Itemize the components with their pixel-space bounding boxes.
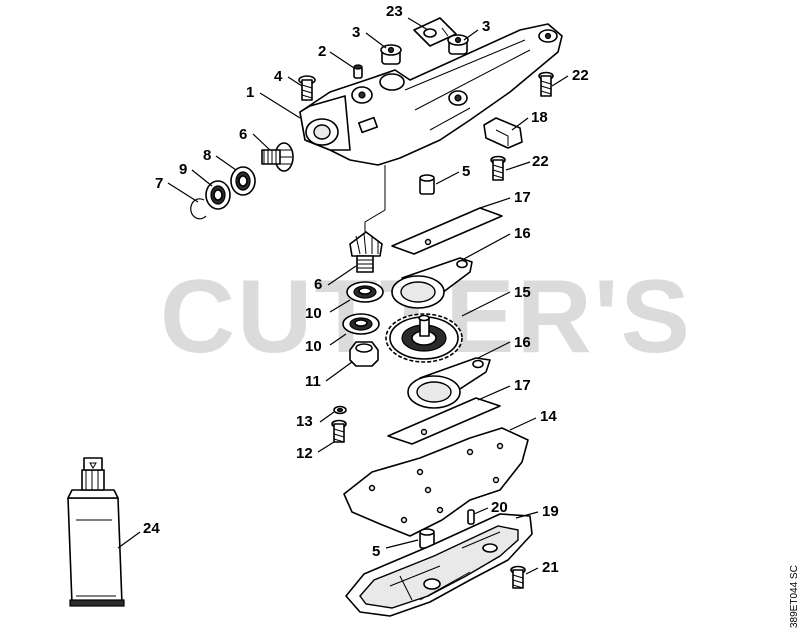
callout-18: 18: [531, 109, 548, 126]
ball-bearing-10b: [342, 313, 380, 335]
ball-bearing-10a: [346, 281, 384, 303]
screw-21: [510, 565, 526, 589]
spur-gear-15: [385, 313, 463, 363]
callout-6b: 6: [314, 276, 322, 293]
callout-6a: 6: [239, 126, 247, 143]
ball-bearing-8: [230, 166, 256, 196]
gasket-17b: [387, 397, 501, 445]
screw-4: [298, 75, 316, 101]
callout-3b: 3: [482, 18, 490, 35]
callout-10a: 10: [305, 305, 322, 322]
thrust-plate-16a: [391, 257, 473, 309]
callout-11: 11: [305, 373, 321, 390]
callout-9: 9: [179, 161, 187, 178]
pin-20: [467, 509, 475, 525]
callout-19: 19: [542, 503, 559, 520]
pinion-11: [349, 341, 379, 367]
callout-21: 21: [542, 559, 559, 576]
screw-22b: [490, 155, 506, 181]
callout-15: 15: [514, 284, 531, 301]
gear-housing: [299, 23, 563, 166]
callout-13: 13: [296, 413, 313, 430]
base-cover-19: [345, 513, 533, 617]
callout-5a: 5: [462, 163, 470, 180]
callout-16b: 16: [514, 334, 531, 351]
callout-23: 23: [386, 3, 403, 20]
callout-3a: 3: [352, 24, 360, 41]
gasket-17a: [391, 207, 503, 255]
callout-4: 4: [274, 68, 283, 85]
screw-22a: [538, 71, 554, 97]
thrust-plate-16b: [407, 357, 491, 409]
callout-labels: 1 2 3 3 4 5 5 6 6 7 8 9 10 10 11 12 13 1…: [143, 3, 589, 576]
callout-22a: 22: [572, 67, 589, 84]
callout-20: 20: [491, 499, 508, 516]
screw-plug-3b: [447, 34, 469, 55]
washer-13: [333, 405, 347, 415]
ball-bearing-9: [205, 180, 231, 210]
callout-17b: 17: [514, 377, 531, 394]
callout-14: 14: [540, 408, 557, 425]
callout-7: 7: [155, 175, 163, 192]
pin-2: [353, 64, 363, 79]
bevel-gear-6b: [349, 231, 383, 273]
callout-12: 12: [296, 445, 313, 462]
leader-lines: [117, 17, 569, 575]
callout-17a: 17: [514, 189, 531, 206]
callout-8: 8: [203, 147, 211, 164]
drawing-code: 389ET044 SC: [789, 565, 800, 628]
callout-2: 2: [318, 43, 326, 60]
label-plate-23: [413, 17, 457, 47]
cover-plate-14: [343, 427, 529, 537]
pinion-6a: [261, 142, 294, 172]
clip-18: [483, 117, 523, 149]
callout-10b: 10: [305, 338, 322, 355]
callout-16a: 16: [514, 225, 531, 242]
callout-5b: 5: [372, 543, 380, 560]
callout-1: 1: [246, 84, 254, 101]
circlip-7: [190, 198, 207, 220]
screw-plug-3a: [380, 44, 402, 65]
grease-tube-24: [67, 457, 125, 607]
bushing-5a: [419, 174, 435, 195]
callout-24: 24: [143, 520, 160, 537]
screw-12: [331, 419, 347, 443]
callout-22b: 22: [532, 153, 549, 170]
